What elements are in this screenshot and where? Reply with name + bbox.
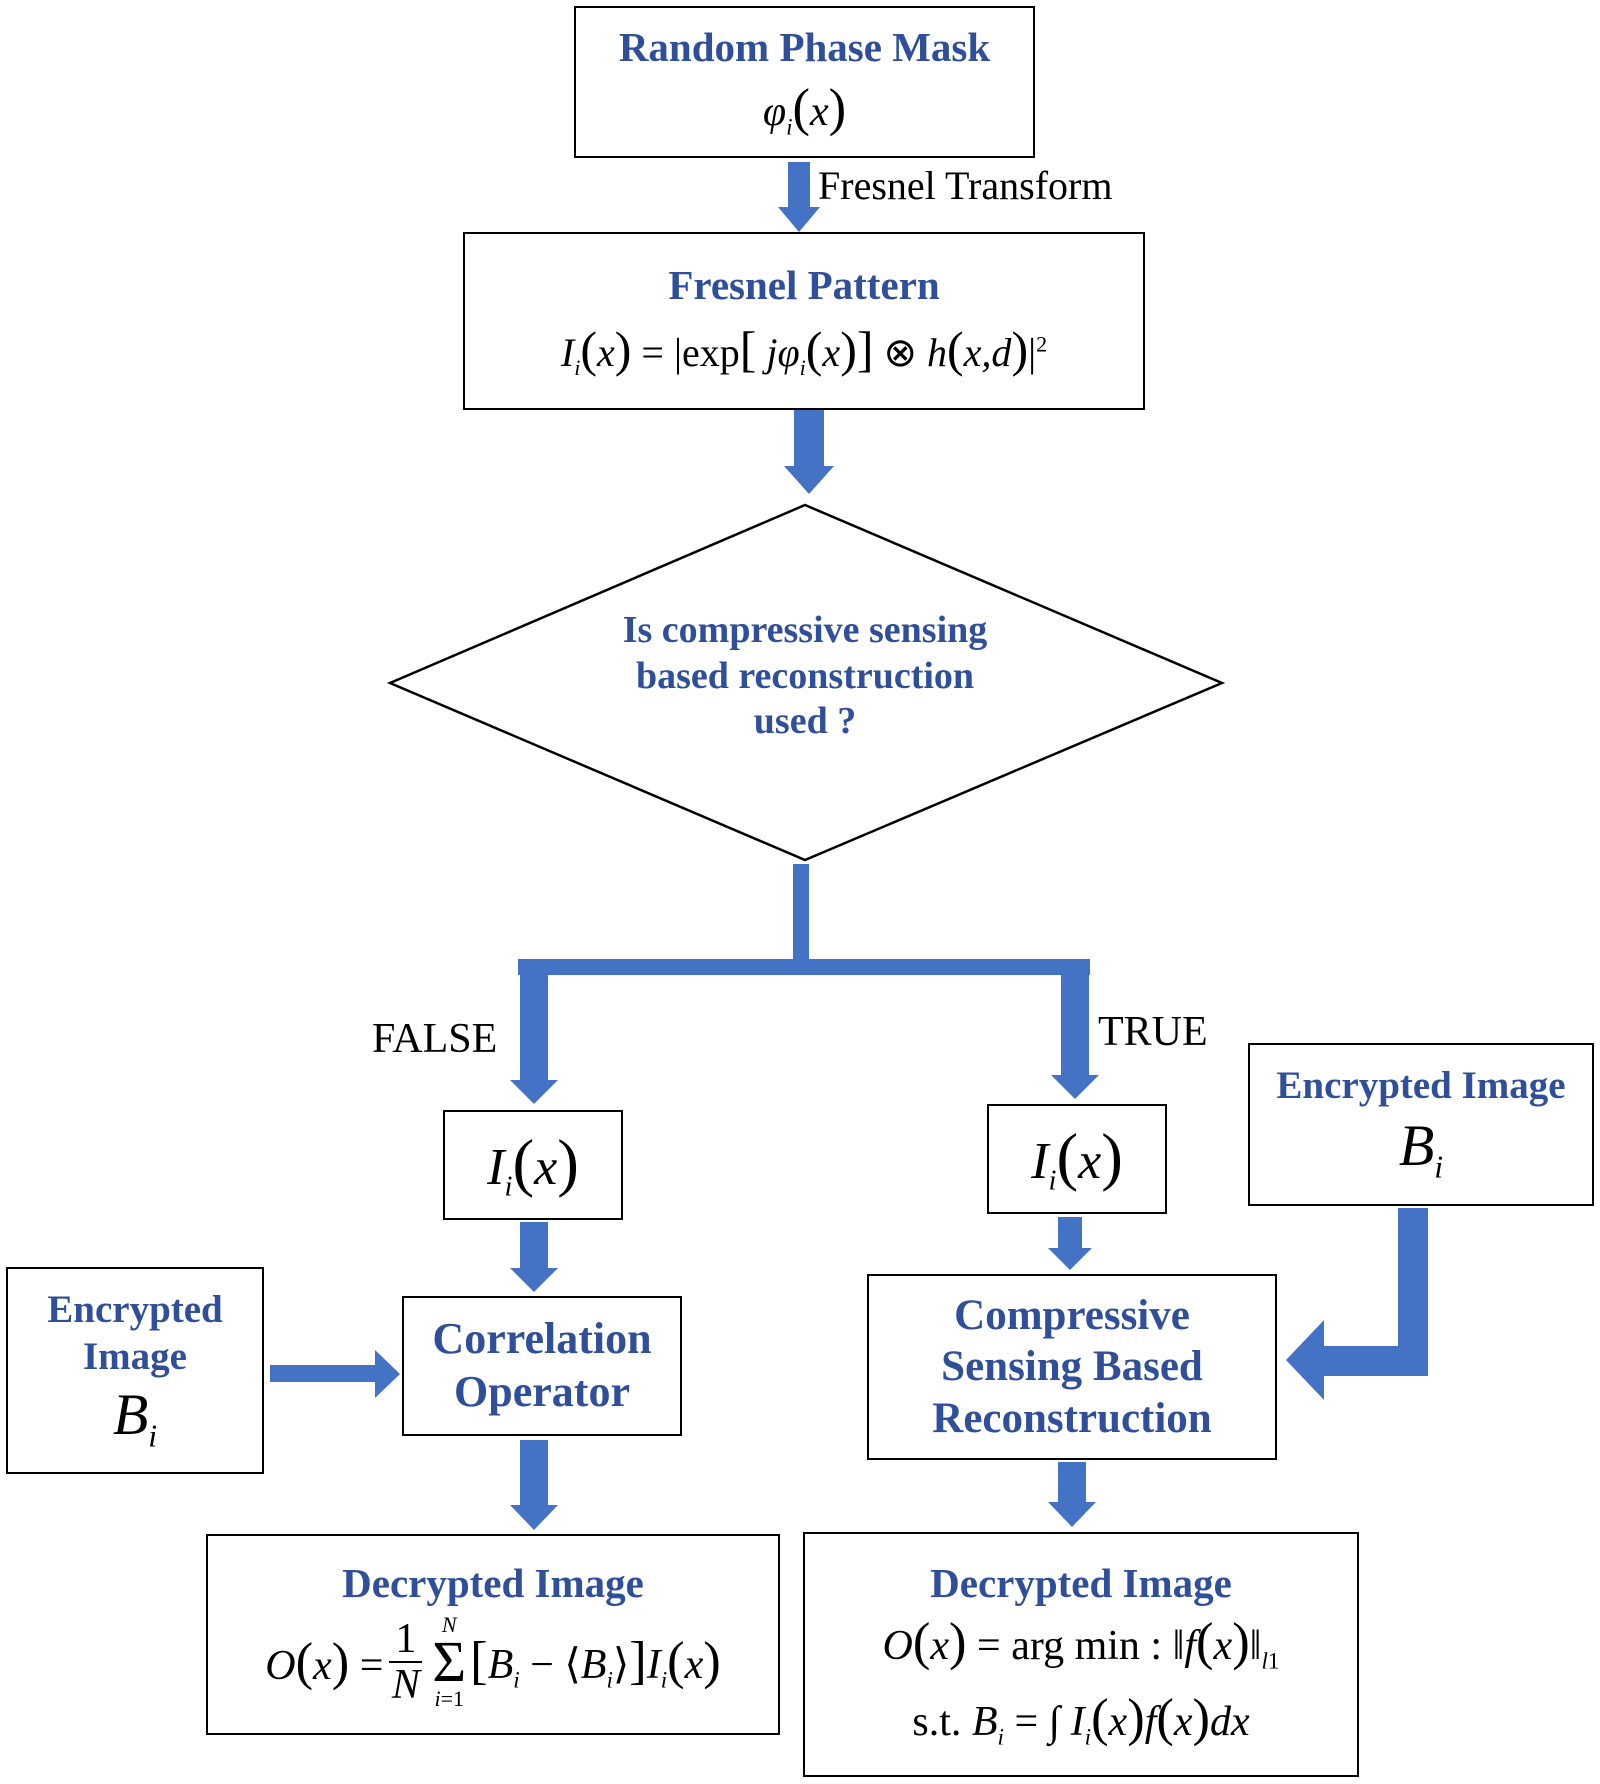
- decision-line-2: based reconstruction: [635, 654, 975, 697]
- arrow-correlation-to-decrypted: [510, 1440, 558, 1530]
- encrypted-image-right-box: Encrypted Image Bi: [1248, 1043, 1594, 1206]
- encrypted-image-left-title-1: Encrypted: [47, 1287, 223, 1331]
- arrow-true-branch: [1051, 975, 1099, 1099]
- arrow-mask-to-pattern: [778, 162, 820, 232]
- cs-line-2: Sensing Based: [941, 1343, 1203, 1391]
- intensity-right-formula: Ii(x): [1031, 1121, 1123, 1197]
- correlation-operator-box: Correlation Operator: [402, 1296, 682, 1436]
- decrypted-image-left-box: Decrypted Image O(x) = 1 N N Σ i=1 [Bi −…: [206, 1534, 780, 1735]
- decrypted-image-right-formula-2: s.t. Bi = ∫ Ii(x)f(x)dx: [912, 1689, 1250, 1750]
- arrow-cs-to-decrypted: [1048, 1462, 1096, 1527]
- encrypted-image-right-formula: Bi: [1398, 1113, 1444, 1185]
- decision-text: Is compressive sensing based reconstruct…: [520, 608, 1090, 745]
- decision-line-1: Is compressive sensing: [622, 609, 988, 651]
- decrypted-image-left-title: Decrypted Image: [342, 1559, 644, 1606]
- arrow-encrypted-to-cs: [1286, 1208, 1428, 1400]
- decision-stem: [793, 864, 809, 962]
- decrypted-image-right-box: Decrypted Image O(x) = arg min : ‖f(x)‖l…: [803, 1532, 1359, 1777]
- arrow-intensity-to-correlation: [510, 1222, 558, 1292]
- encrypted-image-left-box: Encrypted Image Bi: [6, 1267, 264, 1474]
- encrypted-image-left-formula: Bi: [112, 1381, 158, 1454]
- correlation-line-2: Operator: [454, 1367, 630, 1416]
- decrypted-image-left-formula: O(x) = 1 N N Σ i=1 [Bi − ⟨Bi⟩]Ii(x): [265, 1612, 721, 1712]
- arrow-encrypted-to-correlation: [270, 1350, 400, 1398]
- decision-line-3: used ?: [753, 700, 857, 743]
- random-phase-mask-formula: φi(x): [762, 79, 847, 140]
- intensity-right-box: Ii(x): [987, 1104, 1167, 1214]
- encrypted-image-left-title-2: Image: [83, 1334, 187, 1378]
- fresnel-pattern-box: Fresnel Pattern Ii(x) = |exp[ jφi(x)] ⊗ …: [463, 232, 1145, 410]
- intensity-left-box: Ii(x): [443, 1110, 623, 1220]
- random-phase-mask-title: Random Phase Mask: [618, 24, 991, 71]
- cs-reconstruction-box: Compressive Sensing Based Reconstruction: [867, 1274, 1277, 1460]
- arrow-pattern-to-decision: [784, 410, 834, 494]
- decrypted-image-right-formula-1: O(x) = arg min : ‖f(x)‖l1: [882, 1612, 1280, 1674]
- encrypted-image-right-title: Encrypted Image: [1276, 1064, 1566, 1108]
- decision-diamond: [386, 503, 1226, 862]
- branch-bar: [518, 959, 1090, 975]
- random-phase-mask-box: Random Phase Mask φi(x): [574, 6, 1035, 158]
- fresnel-pattern-formula: Ii(x) = |exp[ jφi(x)] ⊗ h(x,d)|2: [560, 321, 1048, 381]
- true-label: TRUE: [1098, 1009, 1208, 1055]
- false-label: FALSE: [372, 1016, 498, 1062]
- arrow-intensity-to-cs: [1048, 1217, 1092, 1270]
- arrow-false-branch: [510, 975, 558, 1104]
- decrypted-image-right-title: Decrypted Image: [930, 1559, 1232, 1606]
- fresnel-transform-label: Fresnel Transform: [818, 163, 1113, 208]
- correlation-line-1: Correlation: [432, 1314, 652, 1364]
- fresnel-pattern-title: Fresnel Pattern: [668, 261, 940, 308]
- intensity-left-formula: Ii(x): [487, 1127, 579, 1203]
- cs-line-1: Compressive: [954, 1291, 1190, 1339]
- cs-line-3: Reconstruction: [932, 1394, 1212, 1442]
